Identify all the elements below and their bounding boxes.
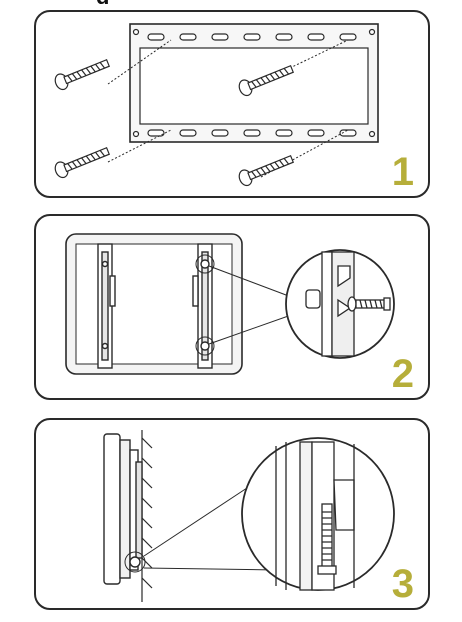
step-number-3: 3 (391, 562, 414, 606)
step-1-panel: 1 (34, 10, 430, 198)
tv-mounted-side-view-icon (103, 430, 395, 602)
wall-plate-screws-icon (54, 23, 379, 187)
header-fragment: g (96, 0, 136, 4)
tv-brackets-detail-icon (65, 233, 395, 375)
step-2-panel: 2 (34, 214, 430, 400)
step-number-2: 2 (391, 352, 414, 396)
step-number-1: 1 (391, 150, 414, 194)
step-3-panel: 3 (34, 418, 430, 610)
